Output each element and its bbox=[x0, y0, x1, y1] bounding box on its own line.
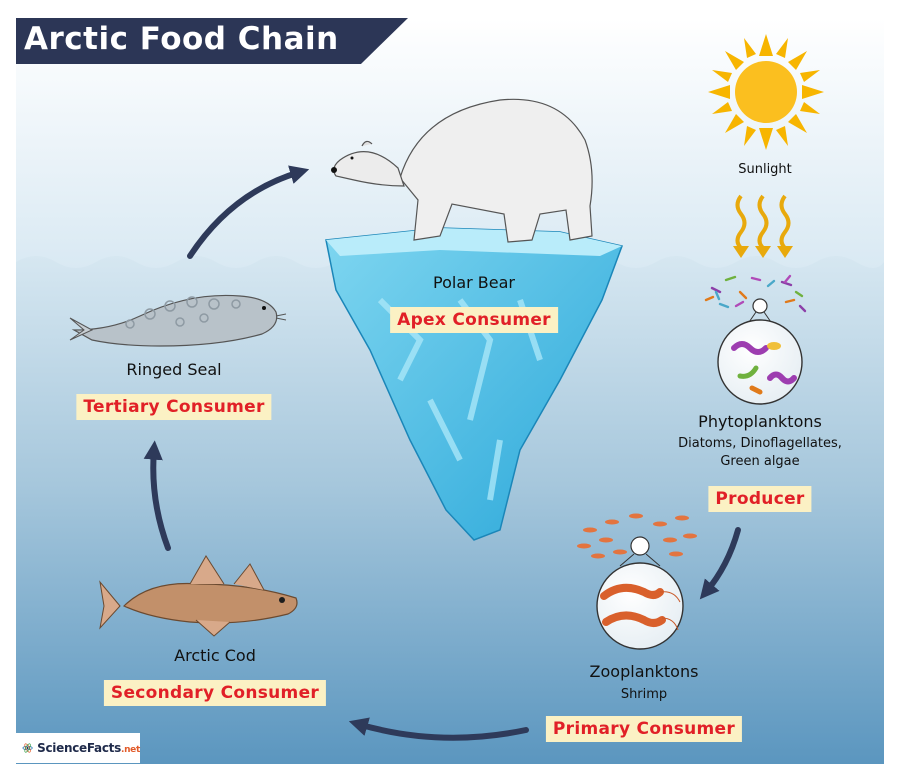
arrow-primary-to-secondary bbox=[348, 717, 529, 741]
sunlight-arrowheads bbox=[733, 246, 793, 258]
arrow-producer-to-primary bbox=[699, 527, 741, 600]
sciencefacts-logo[interactable]: ScienceFacts.net bbox=[16, 733, 140, 763]
arctic-cod-icon bbox=[99, 555, 298, 637]
logo-text: ScienceFacts.net bbox=[37, 741, 140, 755]
ringed-seal-icon bbox=[69, 294, 287, 347]
flow-arrows bbox=[143, 165, 741, 741]
phytoplankton-detail-1: Diatoms, Dinoflagellates, bbox=[678, 436, 842, 451]
sun-icon bbox=[708, 34, 824, 150]
phytoplankton-cluster-icon bbox=[704, 274, 807, 313]
phytoplankton-magnified-icon bbox=[731, 341, 797, 395]
arrow-secondary-to-tertiary bbox=[143, 440, 171, 551]
polar-bear-label: Polar Bear bbox=[433, 273, 515, 292]
phytoplankton-label: Phytoplanktons bbox=[698, 412, 822, 431]
title-banner bbox=[16, 18, 408, 64]
atom-icon bbox=[22, 743, 33, 753]
arctic-cod-label: Arctic Cod bbox=[174, 646, 256, 665]
sunlight-rays-icon bbox=[735, 194, 791, 250]
phytoplankton-zoom-bubble bbox=[717, 319, 803, 405]
ringed-seal-label: Ringed Seal bbox=[126, 360, 222, 379]
zooplankton-label: Zooplanktons bbox=[589, 662, 699, 681]
sunlight-label: Sunlight bbox=[738, 162, 792, 177]
secondary-consumer-badge: Secondary Consumer bbox=[103, 680, 327, 706]
apex-consumer-badge: Apex Consumer bbox=[390, 307, 558, 333]
page-title: Arctic Food Chain bbox=[24, 21, 339, 57]
polar-bear-icon bbox=[331, 98, 593, 243]
primary-consumer-badge: Primary Consumer bbox=[545, 716, 743, 742]
shrimp-magnified-icon bbox=[600, 583, 681, 631]
zooplankton-zoom-bubble bbox=[596, 562, 684, 650]
shrimp-school-icon bbox=[577, 513, 697, 559]
phytoplankton-detail-2: Green algae bbox=[720, 454, 800, 469]
arrow-tertiary-to-apex bbox=[187, 165, 310, 259]
producer-badge: Producer bbox=[708, 486, 812, 512]
zooplankton-detail: Shrimp bbox=[620, 687, 668, 702]
logo-suffix: .net bbox=[120, 745, 140, 755]
tertiary-consumer-badge: Tertiary Consumer bbox=[76, 394, 272, 420]
